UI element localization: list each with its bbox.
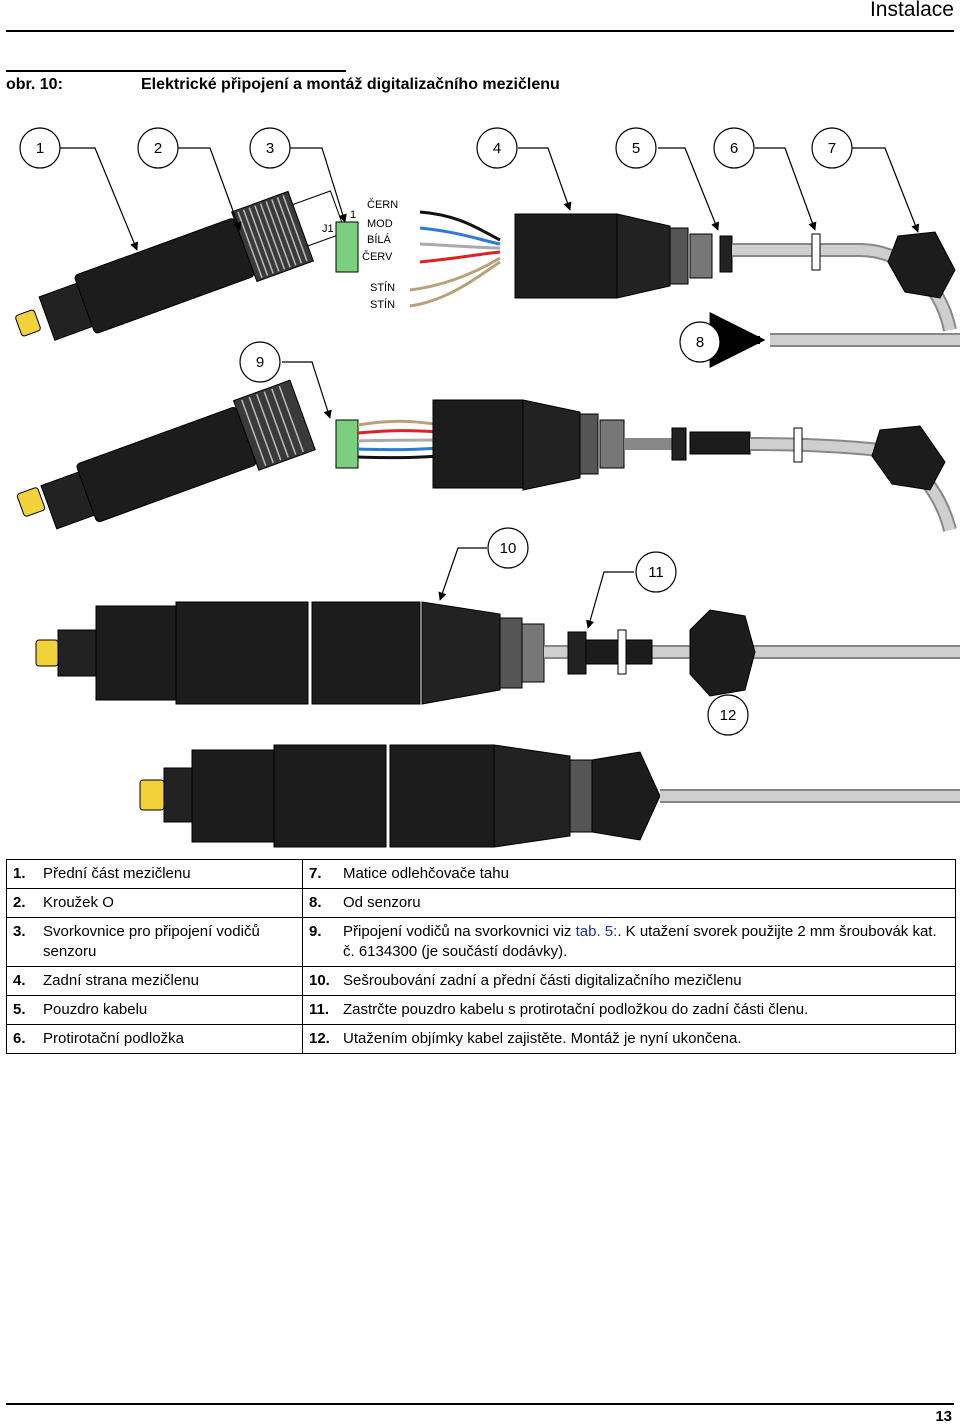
svg-text:10: 10 — [500, 540, 517, 557]
svg-text:1: 1 — [36, 140, 44, 157]
figure-label: obr. 10: — [6, 76, 63, 93]
legend-num: 1. — [13, 865, 26, 882]
wire-label-black: ČERN — [367, 198, 398, 211]
page-number: 13 — [935, 1408, 952, 1425]
legend-text: Sešroubování zadní a přední části digita… — [343, 972, 742, 989]
callout-3: 3 — [249, 127, 291, 169]
legend-text: Zadní strana mezičlenu — [43, 972, 199, 989]
legend-text: Připojení vodičů na svorkovnici viz tab.… — [343, 922, 943, 962]
legend-text: Přední část mezičlenu — [43, 865, 191, 882]
legend-row: 1. Přední část mezičlenu 7. Matice odlehčo… — [6, 859, 956, 889]
callout-8: 8 — [679, 321, 721, 363]
step3-assembly — [35, 601, 960, 705]
legend-num: 12. — [309, 1030, 330, 1047]
wire-label-red: ČERV — [362, 250, 393, 263]
svg-text:6: 6 — [730, 140, 738, 157]
callout-4: 4 — [476, 127, 518, 169]
legend-num: 5. — [13, 1001, 26, 1018]
assembly-illustration: J1 1 ČERN MOD BÍLÁ ČERV STÍN STÍN — [15, 127, 960, 848]
legend-num: 11. — [309, 1001, 330, 1018]
svg-text:7: 7 — [828, 140, 836, 157]
callout-10: 10 — [487, 527, 529, 569]
svg-text:9: 9 — [256, 354, 264, 371]
figure-rule — [6, 70, 346, 72]
callout-11: 11 — [635, 551, 677, 593]
legend-text: Kroužek O — [43, 894, 114, 911]
legend-text-part: Připojení vodičů na svorkovnici viz — [343, 923, 576, 940]
svg-text:8: 8 — [696, 334, 704, 351]
legend-row: 3. Svorkovnice pro připojení vodičů senzo… — [6, 917, 956, 967]
step1-assembly: J1 1 ČERN MOD BÍLÁ ČERV STÍN STÍN — [15, 190, 960, 368]
svg-text:11: 11 — [648, 564, 664, 581]
legend-num: 10. — [309, 972, 330, 989]
legend-num: 7. — [309, 865, 322, 882]
legend-text: Protirotační podložka — [43, 1030, 184, 1047]
legend-row: 5. Pouzdro kabelu 11. Zastrčte pouzdro kab… — [6, 995, 956, 1025]
legend-table: 1. Přední část mezičlenu 7. Matice odlehčo… — [6, 859, 956, 1054]
callout-5: 5 — [615, 127, 657, 169]
legend-text: Zastrčte pouzdro kabelu s protirotační p… — [343, 1001, 809, 1018]
step4-assembly — [139, 744, 960, 848]
callout-12: 12 — [707, 694, 749, 736]
svg-text:5: 5 — [632, 140, 640, 157]
callout-1: 1 — [19, 127, 61, 169]
legend-text-part: . K utažení svorek použijte 2 mm šroubov… — [343, 923, 937, 960]
legend-text: Svorkovnice pro připojení vodičů senzoru — [43, 923, 260, 960]
legend-num: 4. — [13, 972, 26, 989]
callout-6: 6 — [713, 127, 755, 169]
legend-text: Pouzdro kabelu — [43, 1001, 148, 1018]
svg-text:3: 3 — [266, 140, 274, 157]
legend-num: 3. — [13, 923, 26, 940]
callout-2: 2 — [137, 127, 179, 169]
callout-9: 9 — [239, 341, 281, 383]
legend-num: 2. — [13, 894, 26, 911]
wire-label-shield-1: STÍN — [370, 281, 395, 294]
legend-num: 9. — [309, 923, 322, 940]
svg-text:4: 4 — [493, 140, 501, 157]
legend-num: 6. — [13, 1030, 26, 1047]
pin1-label: 1 — [350, 209, 356, 221]
footer-rule — [6, 1403, 954, 1405]
wire-label-shield-2: STÍN — [370, 298, 395, 311]
figure-title: Elektrické připojení a montáž digitaliza… — [141, 76, 560, 93]
table-reference-link[interactable]: tab. 5: — [575, 923, 618, 940]
svg-text:2: 2 — [154, 140, 162, 157]
j1-label: J1 — [322, 223, 334, 235]
callouts — [60, 147, 920, 629]
svg-text:12: 12 — [720, 707, 737, 724]
legend-text: Matice odlehčovače tahu — [343, 865, 509, 882]
wire-label-white: BÍLÁ — [367, 233, 392, 246]
legend-text: Utažením objímky kabel zajistěte. Montáž… — [343, 1030, 742, 1047]
legend-row: 2. Kroužek O 8. Od senzoru — [6, 888, 956, 918]
header-rule — [6, 30, 954, 32]
legend-text: Od senzoru — [343, 894, 421, 911]
legend-row: 6. Protirotační podložka 12. Utažením objí… — [6, 1024, 956, 1054]
header-title: Instalace — [869, 0, 954, 21]
step2-assembly — [16, 379, 957, 532]
legend-num: 8. — [309, 894, 322, 911]
callout-7: 7 — [811, 127, 853, 169]
legend-row: 4. Zadní strana mezičlenu 10. Sešroubování… — [6, 966, 956, 996]
wire-label-blue: MOD — [367, 218, 393, 230]
